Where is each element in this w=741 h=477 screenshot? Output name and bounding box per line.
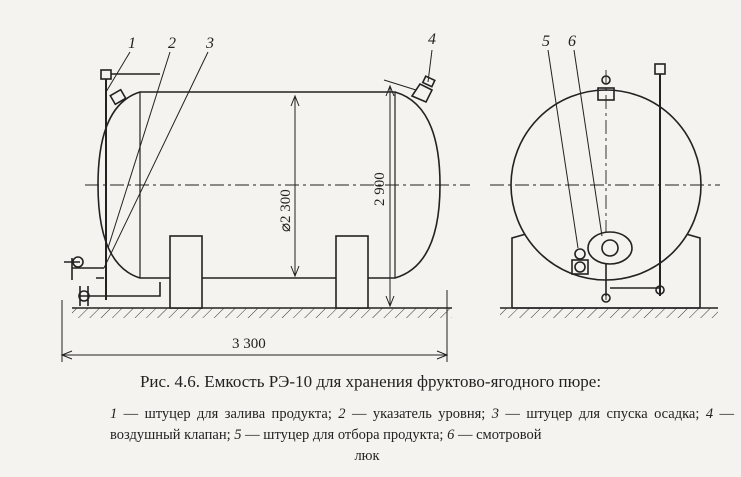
side-ground-hatch <box>72 308 452 318</box>
callout-6: 6 <box>568 33 576 50</box>
height-label: 2 900 <box>372 172 388 206</box>
diameter-label: ⌀2 300 <box>278 189 294 232</box>
callout-5: 5 <box>542 33 550 50</box>
callout-1: 1 <box>128 35 136 52</box>
legend-item-6: 6 — смотровой <box>447 427 542 443</box>
side-view <box>60 49 470 362</box>
inspection-manhole <box>587 231 633 265</box>
legend-item-4: 4 — воздушный клапан; <box>110 406 735 443</box>
figure-caption: Рис. 4.6. Емкость РЭ-10 для хранения фру… <box>139 372 602 391</box>
legend-item-2: 2 — указатель уровня; <box>338 406 492 422</box>
callout-2: 2 <box>168 35 176 52</box>
legend-item-5: 5 — штуцер для отбора продукта; <box>234 427 448 443</box>
air-valve <box>383 75 436 104</box>
length-label: 3 300 <box>232 336 266 352</box>
legend-item-1: 1 — штуцер для залива продукта; <box>110 406 339 422</box>
legend-item-3: 3 — штуцер для спуска осадка; <box>491 406 706 422</box>
legend-tail: люк <box>354 448 380 464</box>
callout-4: 4 <box>428 31 436 48</box>
end-air-valve <box>597 87 615 101</box>
fill-nozzle <box>109 88 127 106</box>
saddle-left <box>169 235 203 309</box>
product-outlet <box>571 248 611 303</box>
callout-3: 3 <box>205 35 214 52</box>
tank-technical-drawing: ⌀2 300 2 900 3 300 1 2 3 4 <box>60 31 720 362</box>
saddle-right <box>335 235 369 309</box>
end-ground-hatch <box>500 308 718 318</box>
figure-legend: 1 — штуцер для залива продукта; 2 — указ… <box>110 404 734 467</box>
end-view <box>490 49 720 318</box>
drain-pipework <box>64 258 161 306</box>
